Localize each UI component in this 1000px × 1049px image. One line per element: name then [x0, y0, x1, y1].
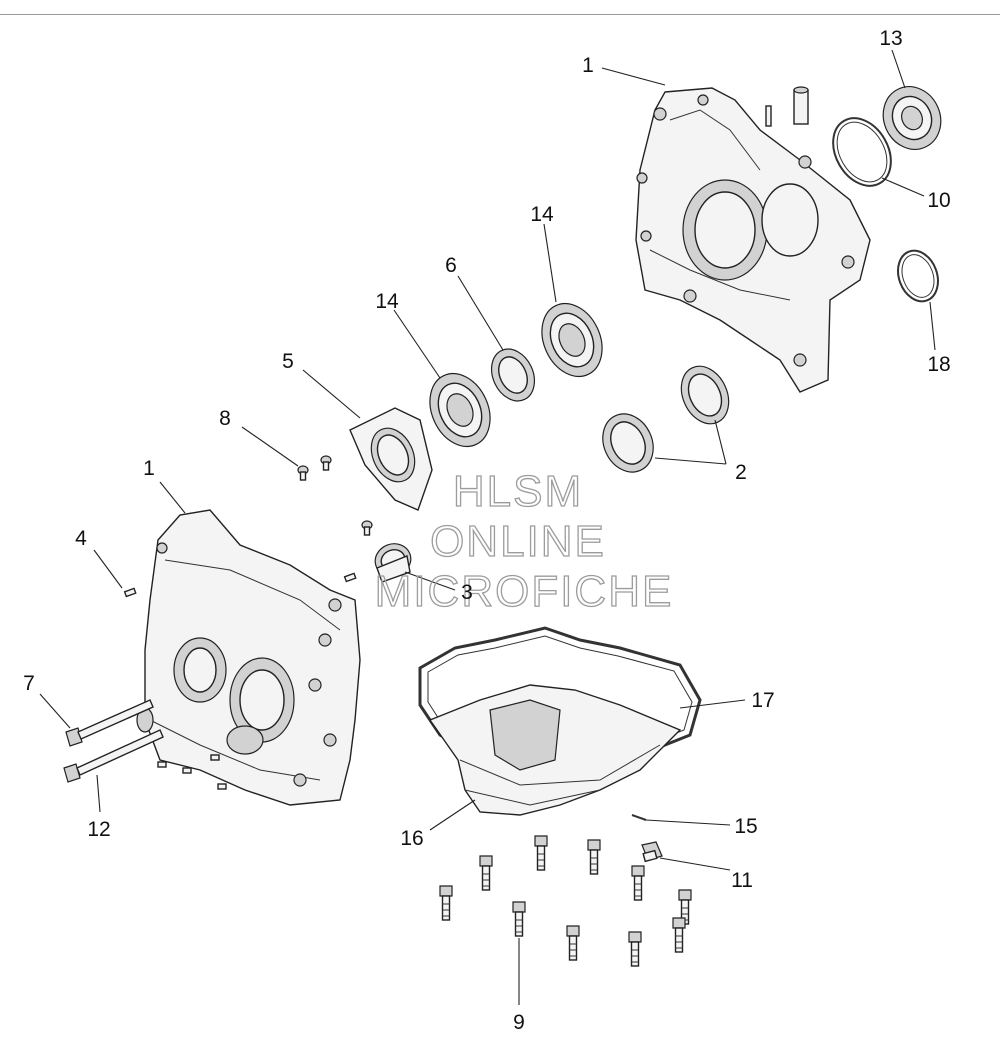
bearing-large-lower	[429, 372, 491, 448]
washer	[631, 814, 647, 821]
watermark-line-3: MICROFICHE	[375, 567, 674, 616]
top-divider	[0, 14, 1000, 15]
callout-3: 3	[461, 581, 473, 604]
crankcase-right	[635, 86, 871, 393]
callout-13: 13	[879, 27, 902, 50]
callout-10: 10	[927, 189, 950, 212]
bearing-spacer	[490, 348, 536, 402]
callout-1-upper: 1	[582, 54, 594, 77]
callout-14-lower: 14	[375, 290, 399, 313]
retainer-plate	[349, 407, 433, 511]
callout-14-upper: 14	[530, 203, 554, 226]
callout-5: 5	[282, 350, 294, 373]
oil-seal	[882, 86, 942, 150]
long-bolt-12	[63, 729, 164, 783]
callout-15: 15	[734, 815, 757, 838]
watermark-line-1: HLSM	[453, 467, 583, 516]
ball-bearing-lower	[602, 413, 654, 473]
plate-screws	[297, 455, 373, 536]
callout-4: 4	[75, 527, 87, 550]
crankcase-left	[123, 509, 361, 806]
drain-plug	[641, 841, 663, 863]
long-bolt-7	[65, 699, 154, 747]
callout-17: 17	[751, 689, 774, 712]
watermark-line-2: ONLINE	[430, 517, 606, 566]
callout-16: 16	[400, 827, 423, 850]
callout-7: 7	[23, 672, 35, 695]
bushing	[374, 543, 412, 583]
circlip-large	[832, 117, 892, 187]
callout-2: 2	[735, 461, 747, 484]
callout-18: 18	[927, 353, 950, 376]
dowel-pins	[157, 754, 227, 790]
callout-11: 11	[731, 869, 753, 892]
callout-8: 8	[219, 407, 231, 430]
callout-6: 6	[445, 254, 457, 277]
watermark: HLSM ONLINE MICROFICHE	[374, 466, 674, 616]
callout-labels: 1 13 10 14 6 14 5 18 8 2 1 4 3 7 17 12 1…	[23, 27, 951, 1034]
ball-bearing-upper	[680, 365, 730, 425]
circlip-small	[897, 249, 939, 303]
oil-pan	[428, 684, 682, 816]
callout-12: 12	[87, 818, 110, 841]
leader-lines	[39, 49, 936, 1005]
callout-9: 9	[513, 1011, 525, 1034]
callout-1-lower: 1	[143, 457, 155, 480]
bearing-large-upper	[541, 302, 603, 378]
